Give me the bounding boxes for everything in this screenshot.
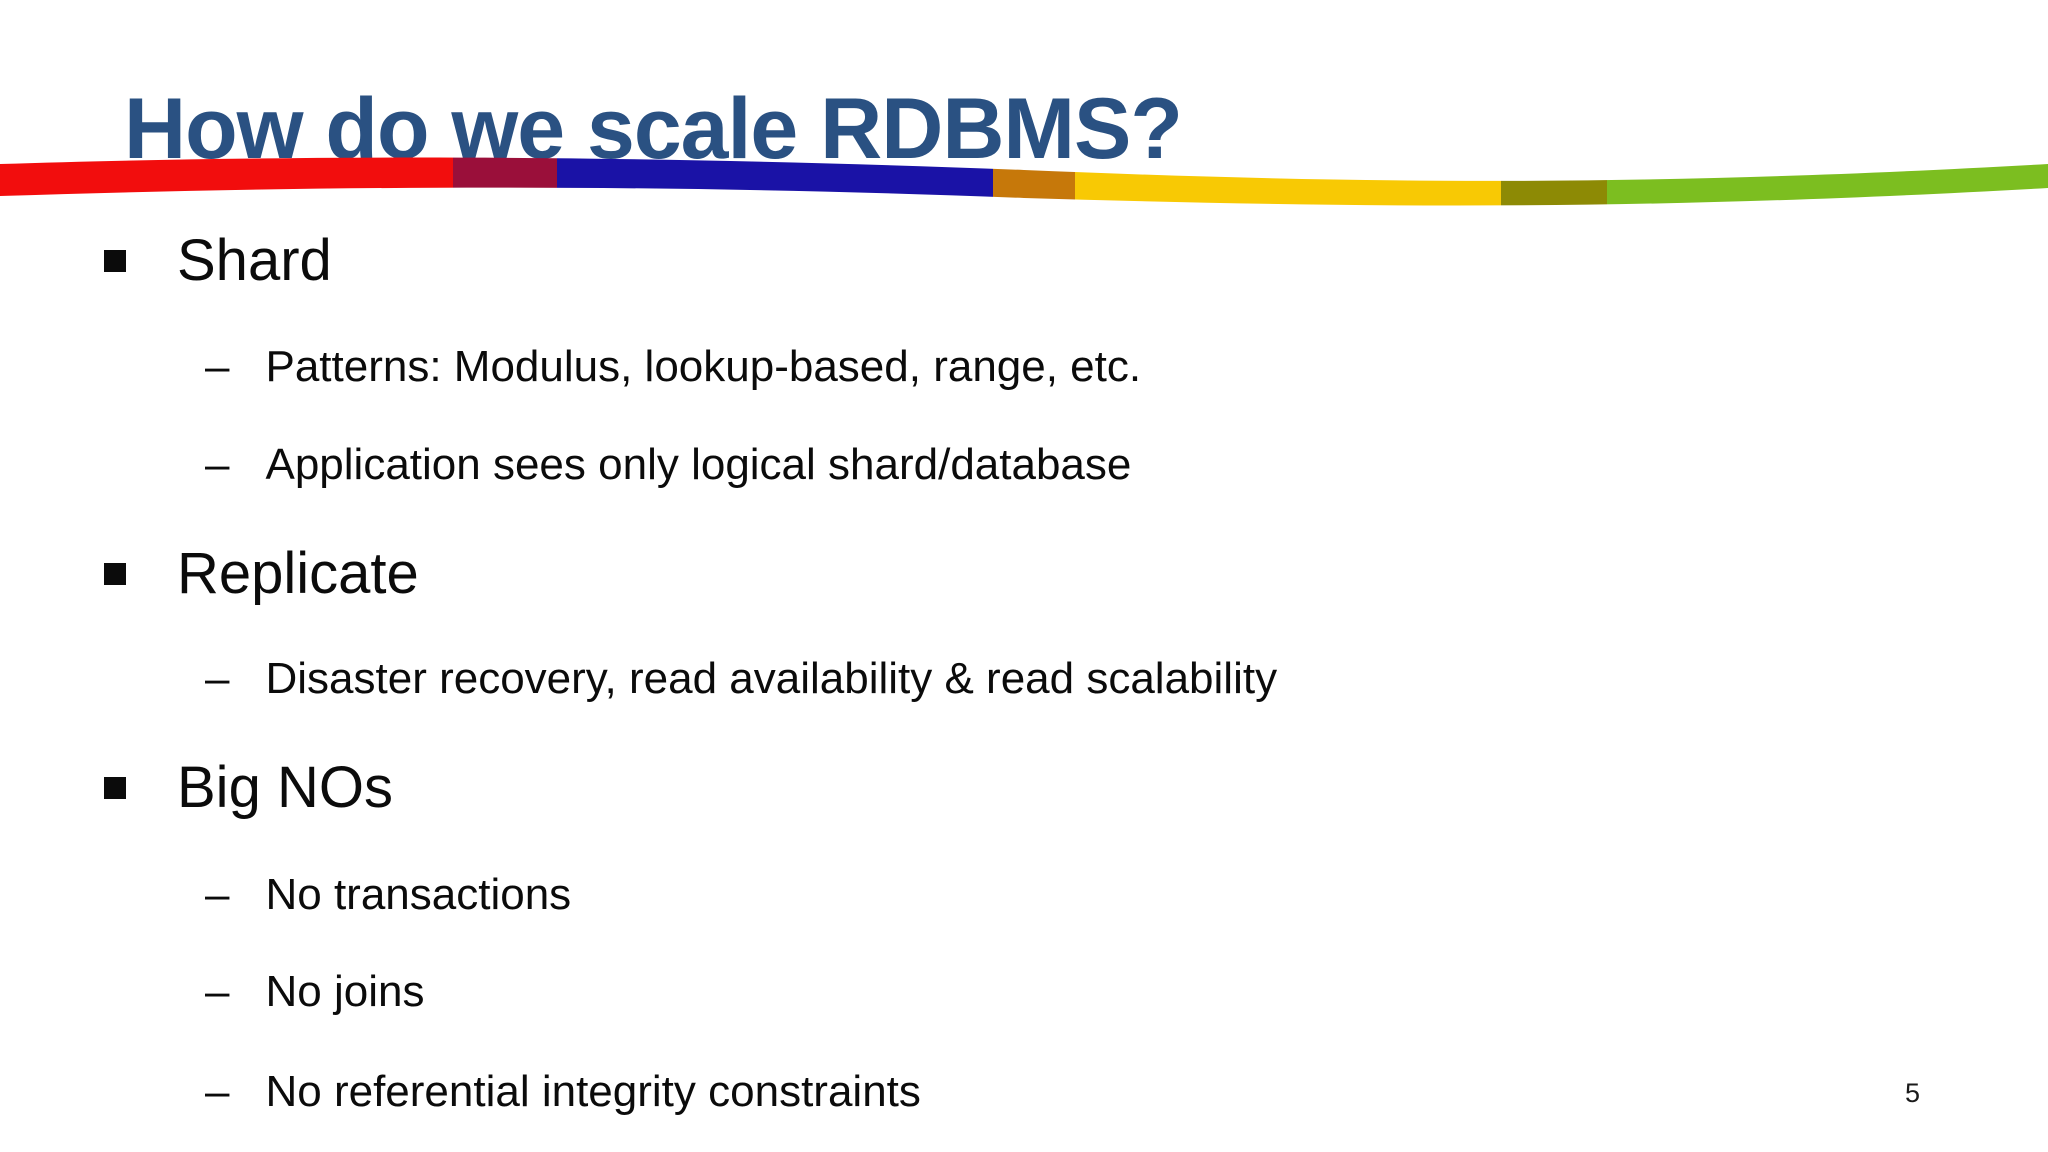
dash-icon: –	[205, 967, 230, 1016]
sub-bullet-label: No transactions	[265, 870, 572, 919]
sub-bullet-label: Disaster recovery, read availability & r…	[265, 654, 1278, 703]
sub-bullet-label: No joins	[265, 967, 425, 1016]
ribbon-segment-green	[1607, 157, 2048, 206]
bullet-label: Shard	[177, 227, 332, 293]
bullet-square-icon	[104, 563, 126, 585]
sub-bullet-disaster-recovery: – Disaster recovery, read availability &…	[205, 649, 1277, 709]
bullet-square-icon	[104, 250, 126, 272]
dash-icon: –	[205, 654, 230, 703]
page-number: 5	[1905, 1078, 1921, 1108]
bullet-item-big-nos: Big NOs	[104, 753, 393, 821]
sub-bullet-label: Application sees only logical shard/data…	[265, 440, 1132, 489]
bullet-square-icon	[104, 777, 126, 799]
sub-bullet-application: – Application sees only logical shard/da…	[205, 435, 1131, 495]
dash-icon: –	[205, 870, 230, 919]
ribbon-segment-olive	[1501, 157, 1607, 206]
sub-bullet-label: Patterns: Modulus, lookup-based, range, …	[265, 342, 1142, 391]
bullet-item-replicate: Replicate	[104, 539, 419, 607]
sub-bullet-patterns: – Patterns: Modulus, lookup-based, range…	[205, 337, 1141, 397]
bullet-label: Replicate	[177, 540, 419, 606]
bullet-label: Big NOs	[177, 754, 393, 820]
dash-icon: –	[205, 440, 230, 489]
dash-icon: –	[205, 342, 230, 391]
slide-title: How do we scale RDBMS?	[124, 80, 1183, 177]
dash-icon: –	[205, 1067, 230, 1116]
sub-bullet-no-transactions: – No transactions	[205, 865, 571, 925]
sub-bullet-no-joins: – No joins	[205, 962, 424, 1022]
sub-bullet-no-referential-integrity: – No referential integrity constraints	[205, 1062, 921, 1122]
sub-bullet-label: No referential integrity constraints	[265, 1067, 921, 1116]
bullet-item-shard: Shard	[104, 226, 332, 294]
